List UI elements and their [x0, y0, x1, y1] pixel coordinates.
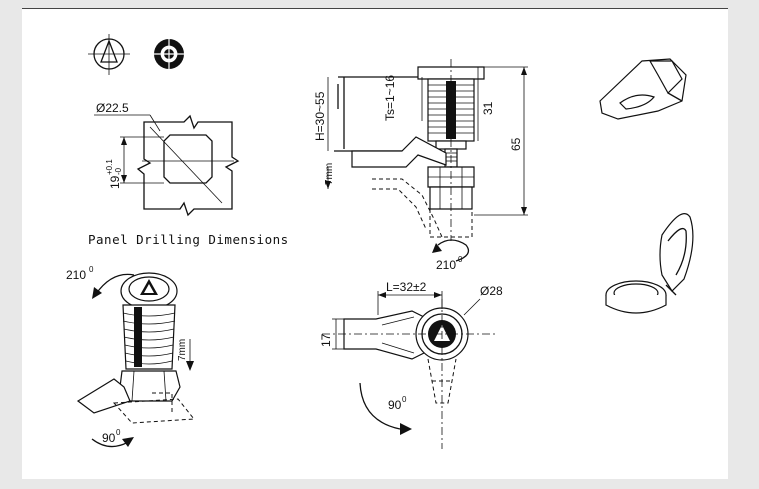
lock-side-section: [325, 59, 528, 262]
dust-cover-open-view: [605, 213, 694, 314]
cutout-diameter-label: Ø22.5: [96, 101, 129, 115]
dim-17-label: 17: [319, 333, 333, 347]
cutout-tol-lower: -0: [114, 167, 123, 175]
rot-210-left-degree: 0: [89, 265, 94, 274]
rot-210-center-degree: 0: [458, 255, 463, 264]
rot-90-left-label: 90: [102, 431, 116, 445]
dim-7mm-iso-label: 7mm: [177, 339, 188, 361]
first-angle-projection-icon: [88, 34, 130, 75]
rot-90-bottom-label: 90: [388, 398, 402, 412]
cutout-square-label: 19: [108, 175, 122, 189]
rot-90-bottom-degree: 0: [402, 395, 407, 404]
cutout-tol-upper: +0.1: [105, 159, 114, 175]
rot-210-left-label: 210: [66, 268, 86, 282]
lock-isometric-view: [76, 272, 195, 448]
target-icon: [148, 33, 190, 75]
dust-cover-closed-view: [599, 58, 687, 120]
lock-front-view: [322, 291, 496, 449]
dim-7mm-section-label: 7mm: [324, 163, 335, 185]
drawing-sheet: Ø22.5 19 +0.1 -0 Panel Drilling Dimensio…: [22, 8, 728, 479]
h-range-label: H=30~55: [313, 91, 327, 141]
panel-drilling-caption: Panel Drilling Dimensions: [88, 232, 289, 247]
length-l-label: L=32±2: [386, 280, 427, 294]
dim-65-label: 65: [509, 137, 523, 151]
panel-cutout-drawing: [94, 114, 240, 217]
ts-range-label: Ts=1~16: [383, 75, 397, 121]
dim-31-label: 31: [481, 101, 495, 115]
diameter-28-label: Ø28: [480, 284, 503, 298]
rot-210-center-label: 210: [436, 258, 456, 272]
rot-90-left-degree: 0: [116, 428, 121, 437]
technical-drawing: Ø22.5 19 +0.1 -0 Panel Drilling Dimensio…: [66, 33, 694, 449]
